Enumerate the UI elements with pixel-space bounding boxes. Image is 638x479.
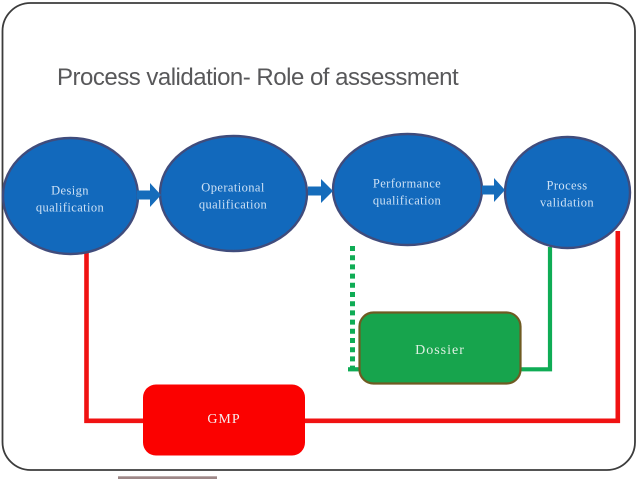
gmp-label: GMP [207, 412, 241, 427]
flow-arrow-icon-3 [482, 178, 505, 202]
node-label-performance-qualification: Performance qualification [372, 176, 442, 208]
bottom-edge-artifact [118, 476, 217, 479]
gmp-connector-line [84, 231, 621, 424]
node-label-design-qualification: Design qualification [35, 183, 105, 215]
flow-arrow-icon-2 [308, 179, 333, 203]
node-label-operational-qualification: Operational qualification [198, 180, 268, 212]
dossier-label: Dossier [415, 343, 465, 358]
dossier-box [358, 311, 522, 385]
dossier-elbow-connector [521, 247, 553, 372]
node-ellipse-process-validation [503, 135, 632, 250]
flow-arrow-icon-1 [137, 183, 161, 207]
node-label-process-validation: Process validation [540, 178, 594, 210]
node-ellipse-operational-qualification [158, 134, 309, 253]
gmp-box [143, 384, 305, 456]
slide-title: Process validation- Role of assessment [57, 64, 459, 91]
